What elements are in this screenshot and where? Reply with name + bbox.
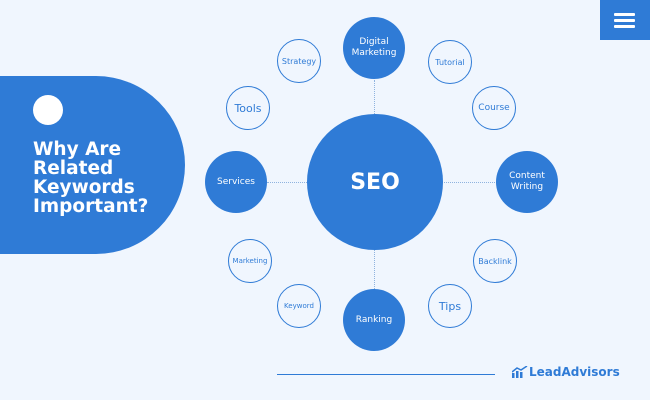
node-course: Course (472, 86, 516, 130)
page-title: Why Are Related Keywords Important? (33, 139, 149, 217)
node-services: Services (205, 151, 267, 213)
node-marketing: Marketing (228, 239, 272, 283)
connector-line (441, 182, 497, 183)
node-backlink: Backlink (473, 239, 517, 283)
decorative-circle (33, 95, 63, 125)
node-tutorial: Tutorial (428, 40, 472, 84)
brand-name: LeadAdvisors (529, 365, 620, 379)
node-tips: Tips (428, 284, 472, 328)
hamburger-icon (614, 25, 635, 28)
hamburger-icon (614, 19, 635, 22)
node-content-writing: Content Writing (496, 151, 558, 213)
node-strategy: Strategy (277, 39, 321, 83)
title-panel (0, 76, 185, 254)
menu-button[interactable] (600, 0, 650, 40)
node-tools: Tools (226, 86, 270, 130)
divider (277, 374, 495, 375)
connector-line (374, 80, 375, 116)
growth-chart-icon (512, 366, 528, 378)
connector-line (267, 182, 309, 183)
brand-logo: LeadAdvisors (512, 365, 620, 379)
seo-center-node: SEO (307, 114, 443, 250)
hamburger-icon (614, 13, 635, 16)
node-keyword: Keyword (277, 284, 321, 328)
node-digital-marketing: Digital Marketing (343, 17, 405, 79)
node-ranking: Ranking (343, 289, 405, 351)
connector-line (374, 249, 375, 289)
